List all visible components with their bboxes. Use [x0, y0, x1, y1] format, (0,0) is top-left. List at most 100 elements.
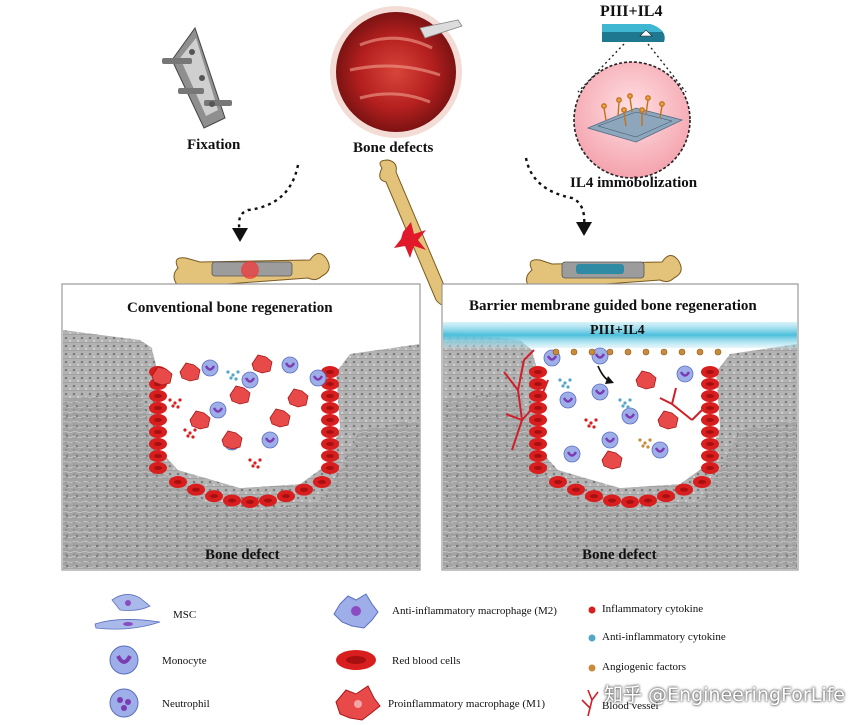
right-bone-defect-label: Bone defect — [582, 547, 657, 563]
legend-m1-label: Proinflammatory macrophage (M1) — [388, 698, 546, 710]
m1-macrophage-cell — [189, 410, 211, 430]
cells-right — [543, 347, 722, 470]
red-blood-cell — [149, 390, 167, 402]
red-blood-cell — [529, 378, 547, 390]
cells-left — [151, 354, 327, 469]
inflammatory-cytokines — [248, 458, 262, 469]
m1-macrophage-cell — [657, 410, 679, 430]
fixation-plate-icon — [162, 26, 232, 129]
angiogenic-factor — [642, 348, 650, 356]
red-blood-cell — [701, 426, 719, 438]
legend-monocyte-label: Monocyte — [162, 655, 207, 667]
legend-neutrophil-label: Neutrophil — [162, 698, 210, 710]
legend-rbc-icon — [336, 650, 376, 670]
rbc-chain-right — [529, 366, 719, 508]
legend-msc-label: MSC — [173, 609, 197, 621]
red-blood-cell — [529, 450, 547, 462]
red-blood-cell — [529, 402, 547, 414]
angiogenic-factor — [678, 348, 686, 356]
angiogenic-factor — [570, 348, 578, 356]
red-blood-cell — [149, 450, 167, 462]
red-blood-cell — [701, 438, 719, 450]
implant-icon — [602, 24, 665, 42]
left-arrow-head — [232, 228, 248, 242]
red-blood-cell — [529, 438, 547, 450]
red-blood-cell — [701, 378, 719, 390]
il4-immobolization-label: IL4 immobolization — [570, 175, 698, 191]
m1-macrophage-cell — [151, 366, 173, 386]
legend-monocyte-icon — [109, 645, 139, 675]
rbc-chain-left — [149, 366, 339, 508]
left-dashed-arrow — [237, 164, 300, 233]
membrane-label: PIII+IL4 — [590, 323, 645, 338]
legend-blood-vessel-label: Blood vessel — [602, 700, 659, 712]
red-blood-cell — [149, 462, 167, 474]
red-blood-cell — [295, 483, 313, 496]
red-blood-cell — [529, 426, 547, 438]
red-blood-cell — [149, 426, 167, 438]
monocyte-cell — [591, 347, 609, 365]
monocyte-cell — [261, 431, 279, 449]
left-panel-frame — [61, 283, 421, 571]
red-blood-cell — [313, 476, 331, 488]
monocyte-cell — [651, 441, 669, 459]
watermark: 知乎 @EngineeringForLife — [604, 684, 845, 706]
red-blood-cell — [169, 476, 187, 488]
red-blood-cell — [657, 490, 675, 503]
legend-inflammatory-cytokine-dot — [588, 606, 596, 614]
red-blood-cell — [529, 390, 547, 402]
red-blood-cell — [321, 462, 339, 474]
anti-inflammatory-cytokines — [618, 398, 632, 409]
angiogenic-factor — [588, 348, 596, 356]
m1-macrophage-cell — [287, 388, 309, 408]
fixation-label: Fixation — [187, 137, 241, 153]
legend-inflammatory-cytokine-label: Inflammatory cytokine — [602, 603, 704, 615]
angiogenic-factor — [552, 348, 560, 356]
red-blood-cell — [701, 366, 719, 378]
monocyte-cell — [676, 365, 694, 383]
red-blood-cell — [321, 402, 339, 414]
red-blood-cell — [321, 450, 339, 462]
monocyte-cell — [591, 383, 609, 401]
red-blood-cell — [259, 494, 277, 507]
monocyte-cell — [281, 356, 299, 374]
legend-blood-vessel-icon — [581, 689, 599, 717]
red-blood-cell — [149, 438, 167, 450]
red-blood-cell — [621, 496, 639, 508]
red-blood-cell — [205, 490, 223, 503]
red-blood-cell — [701, 414, 719, 426]
red-blood-cell — [529, 462, 547, 474]
monocyte-cell — [241, 371, 259, 389]
red-blood-cell — [585, 490, 603, 503]
legend-m2-icon — [333, 593, 379, 629]
angiogenic-factor — [606, 348, 614, 356]
red-blood-cell — [223, 494, 241, 507]
m1-macrophage-cell — [229, 385, 251, 405]
red-blood-cell — [701, 402, 719, 414]
angiogenic-factors — [638, 438, 652, 449]
red-blood-cell — [149, 414, 167, 426]
red-blood-cell — [567, 483, 585, 496]
red-blood-cell — [529, 414, 547, 426]
monocyte-cell — [201, 359, 219, 377]
m1-macrophage-cell — [635, 370, 657, 390]
red-blood-cell — [241, 496, 259, 508]
monocyte-cell — [601, 431, 619, 449]
legend-msc-icon — [94, 594, 161, 630]
legend-rbc-label: Red blood cells — [392, 655, 461, 667]
m1-macrophage-cell — [179, 362, 201, 382]
red-blood-cell — [701, 390, 719, 402]
right-dashed-arrow — [524, 157, 586, 227]
legend-angiogenic-factors-label: Angiogenic factors — [602, 661, 686, 673]
right-panel-title: Barrier membrane guided bone regeneratio… — [469, 298, 757, 314]
red-blood-cell — [321, 414, 339, 426]
m1-macrophage-cell — [221, 430, 243, 450]
zoom-circle — [573, 61, 691, 179]
inflammatory-cytokines — [168, 398, 182, 409]
legend-m2-label: Anti-inflammatory macrophage (M2) — [392, 605, 557, 617]
implant-label: PIII+IL4 — [600, 3, 663, 20]
monocyte-cell — [309, 369, 327, 387]
red-blood-cell — [321, 390, 339, 402]
